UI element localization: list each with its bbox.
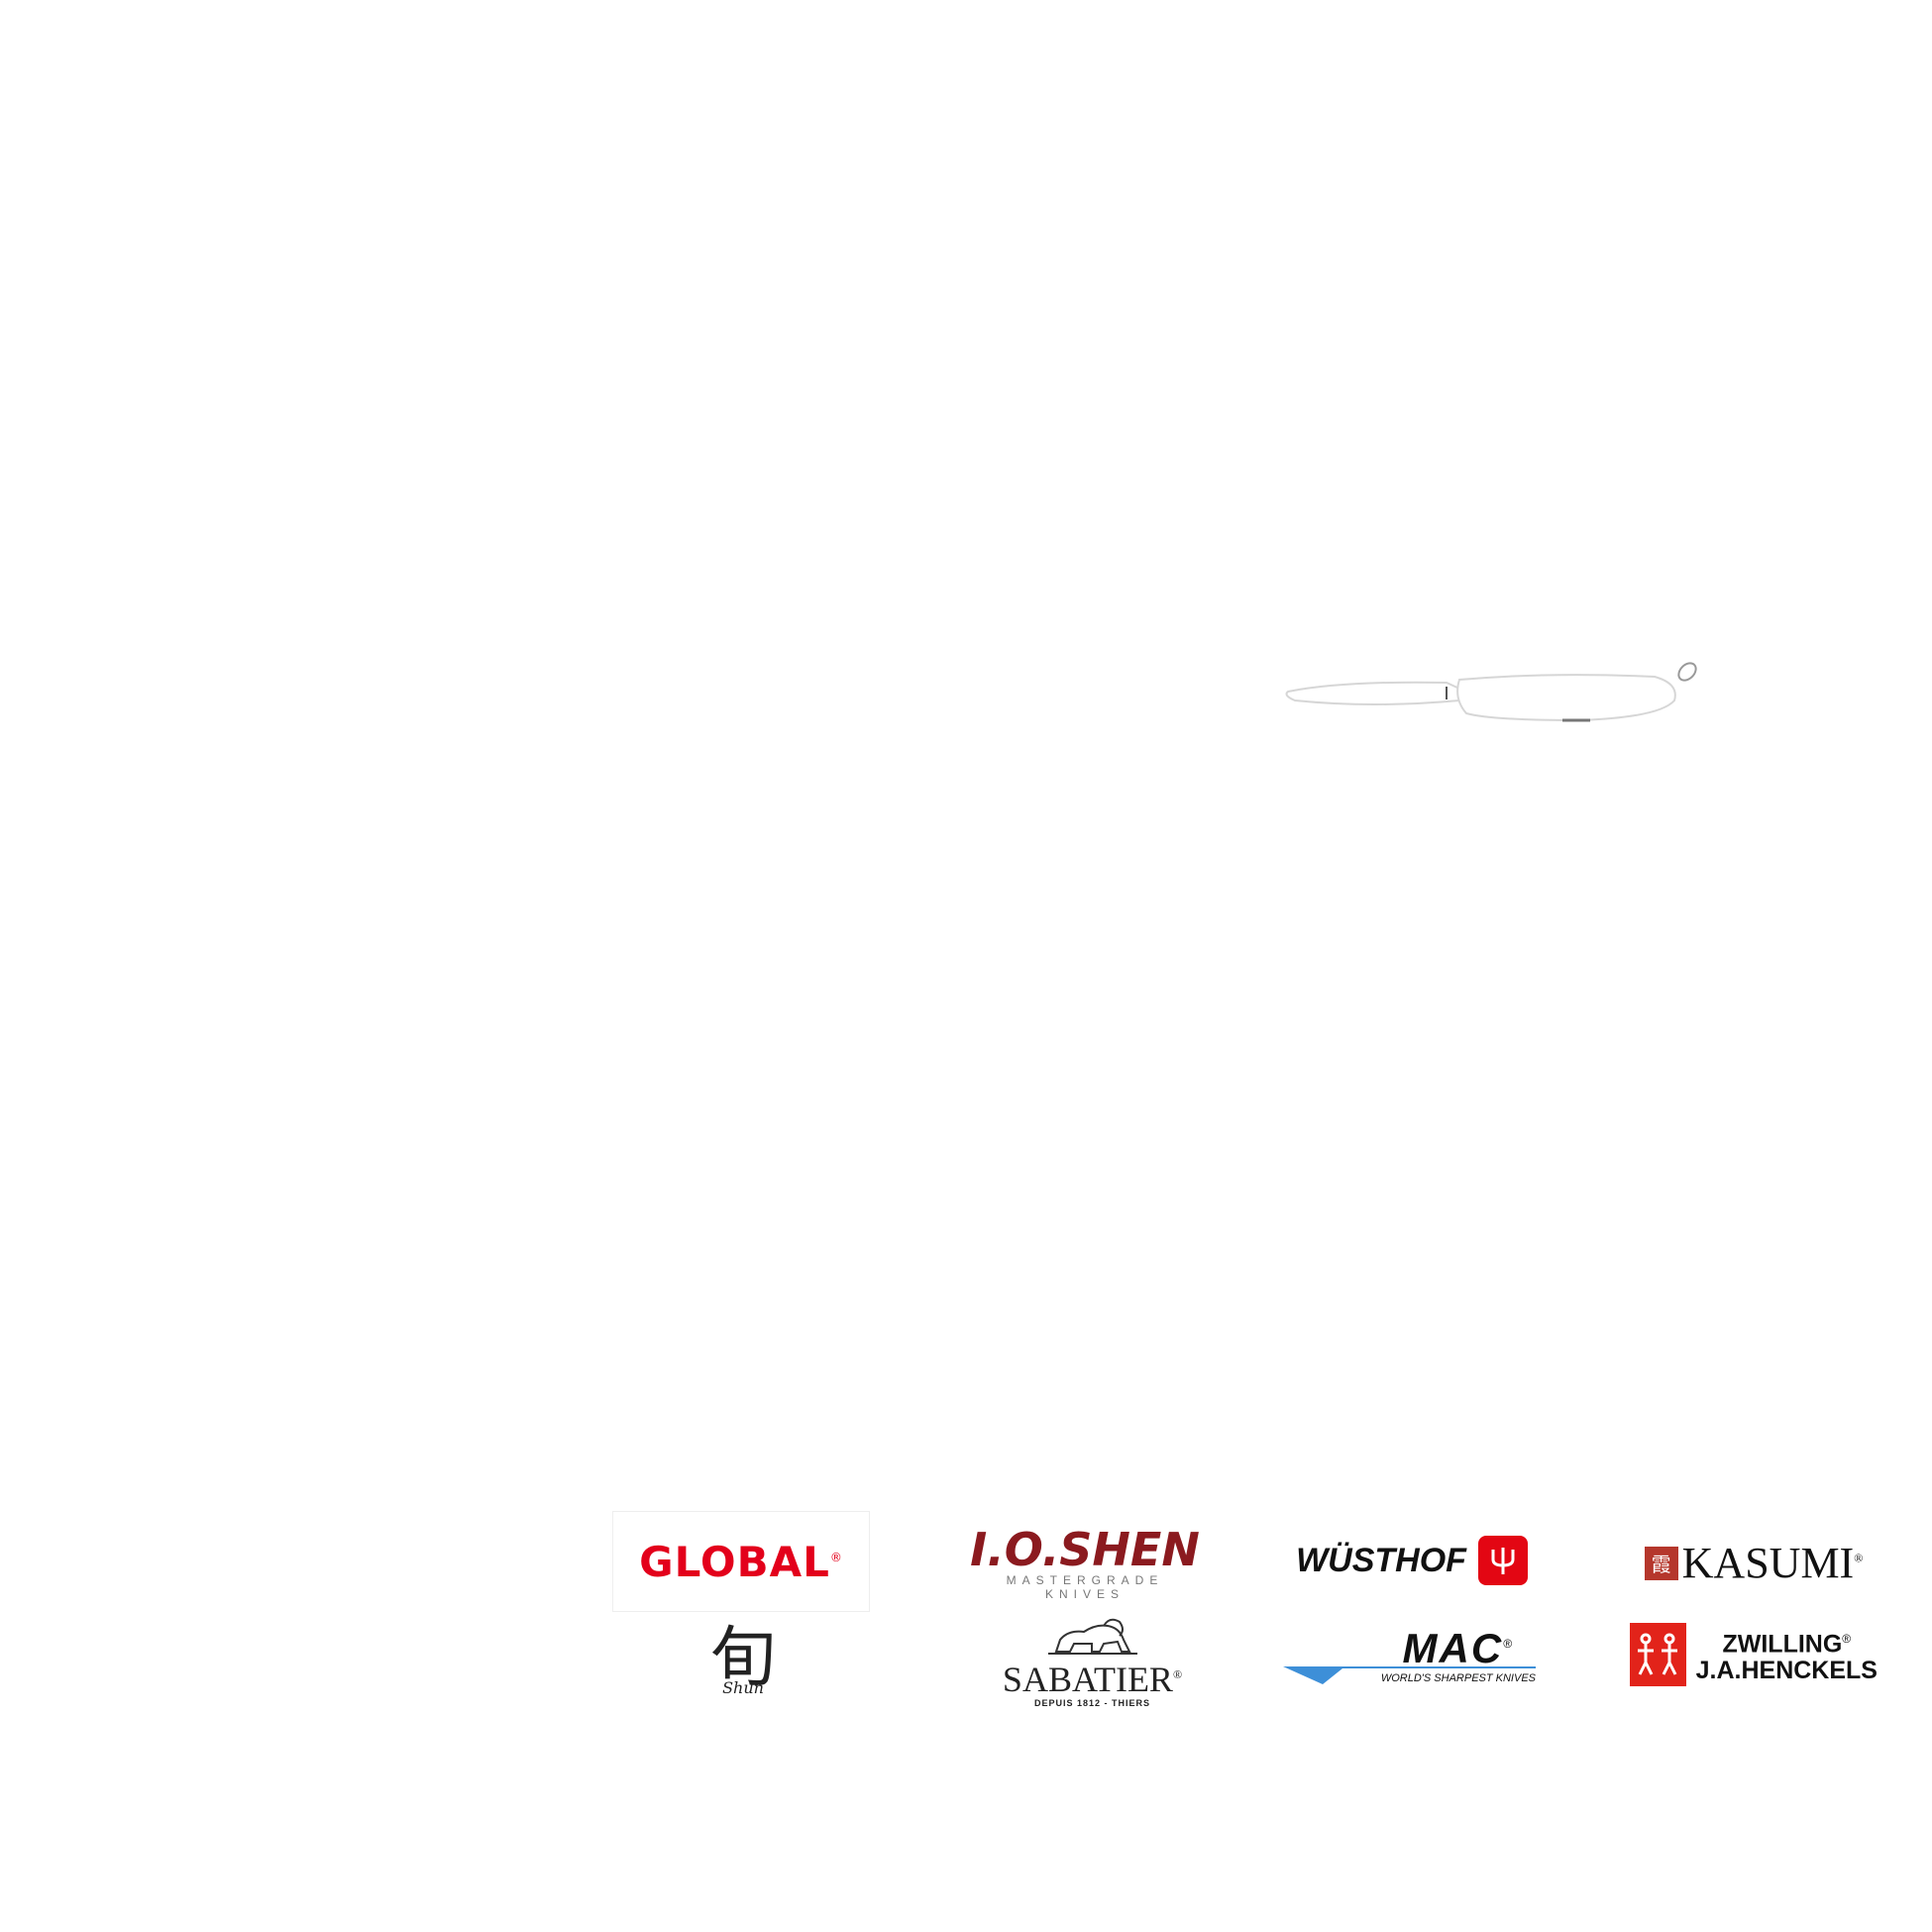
mac-wordmark: MAC®: [1403, 1625, 1515, 1672]
ioshen-logo: I.O.SHEN MASTERGRADE KNIVES: [970, 1521, 1200, 1605]
kasumi-wordmark: KASUMI®: [1682, 1538, 1864, 1588]
wusthof-name: WÜSTHOF: [1296, 1541, 1466, 1579]
zwilling-wordmark: ZWILLING® J.A.HENCKELS: [1695, 1626, 1878, 1684]
zwilling-line1: ZWILLING®: [1722, 1630, 1852, 1659]
sabatier-registered: ®: [1172, 1666, 1183, 1681]
global-name: GLOBAL: [639, 1537, 830, 1586]
global-logo: GLOBAL®: [612, 1511, 870, 1612]
shun-name: Shun: [722, 1677, 764, 1697]
sabatier-wordmark: SABATIER®: [1003, 1656, 1182, 1698]
kasumi-name: KASUMI: [1681, 1539, 1855, 1587]
twin-figures-icon: [1630, 1623, 1686, 1686]
sabatier-name: SABATIER: [1002, 1659, 1173, 1699]
mac-logo: MAC® WORLD'S SHARPEST KNIVES: [1283, 1625, 1536, 1694]
global-wordmark: GLOBAL®: [639, 1538, 843, 1586]
blade-swoosh-icon: [1283, 1666, 1536, 1684]
kasumi-registered: ®: [1854, 1551, 1864, 1565]
zwilling-registered: ®: [1842, 1632, 1852, 1647]
wusthof-logo: WÜSTHOF: [1288, 1531, 1536, 1590]
kasumi-logo: 霞 KASUMI®: [1625, 1516, 1882, 1610]
ioshen-line2: KNIVES: [1044, 1586, 1125, 1601]
ioshen-line1: MASTERGRADE: [1006, 1572, 1164, 1587]
shun-logo: 旬 Shun: [694, 1610, 793, 1709]
mac-tagline: WORLD'S SHARPEST KNIVES: [1380, 1672, 1536, 1684]
lion-icon: [1047, 1618, 1137, 1655]
zwilling-logo: ZWILLING® J.A.HENCKELS: [1630, 1620, 1878, 1689]
zwilling-line2: J.A.HENCKELS: [1695, 1656, 1878, 1684]
sabatier-logo: SABATIER® DEPUIS 1812 - THIERS: [1001, 1610, 1184, 1709]
kasumi-seal: 霞: [1644, 1546, 1678, 1580]
mac-name: MAC: [1402, 1625, 1504, 1671]
folding-knife-image: [1283, 654, 1739, 743]
ioshen-name: I.O.SHEN: [970, 1522, 1200, 1576]
trident-icon: [1477, 1536, 1528, 1585]
global-registered: ®: [829, 1550, 843, 1564]
sabatier-tagline: DEPUIS 1812 - THIERS: [1033, 1697, 1151, 1708]
folding-knife-icon: [1285, 662, 1697, 722]
shun-kanji: 旬: [710, 1618, 776, 1695]
mac-registered: ®: [1503, 1637, 1514, 1651]
